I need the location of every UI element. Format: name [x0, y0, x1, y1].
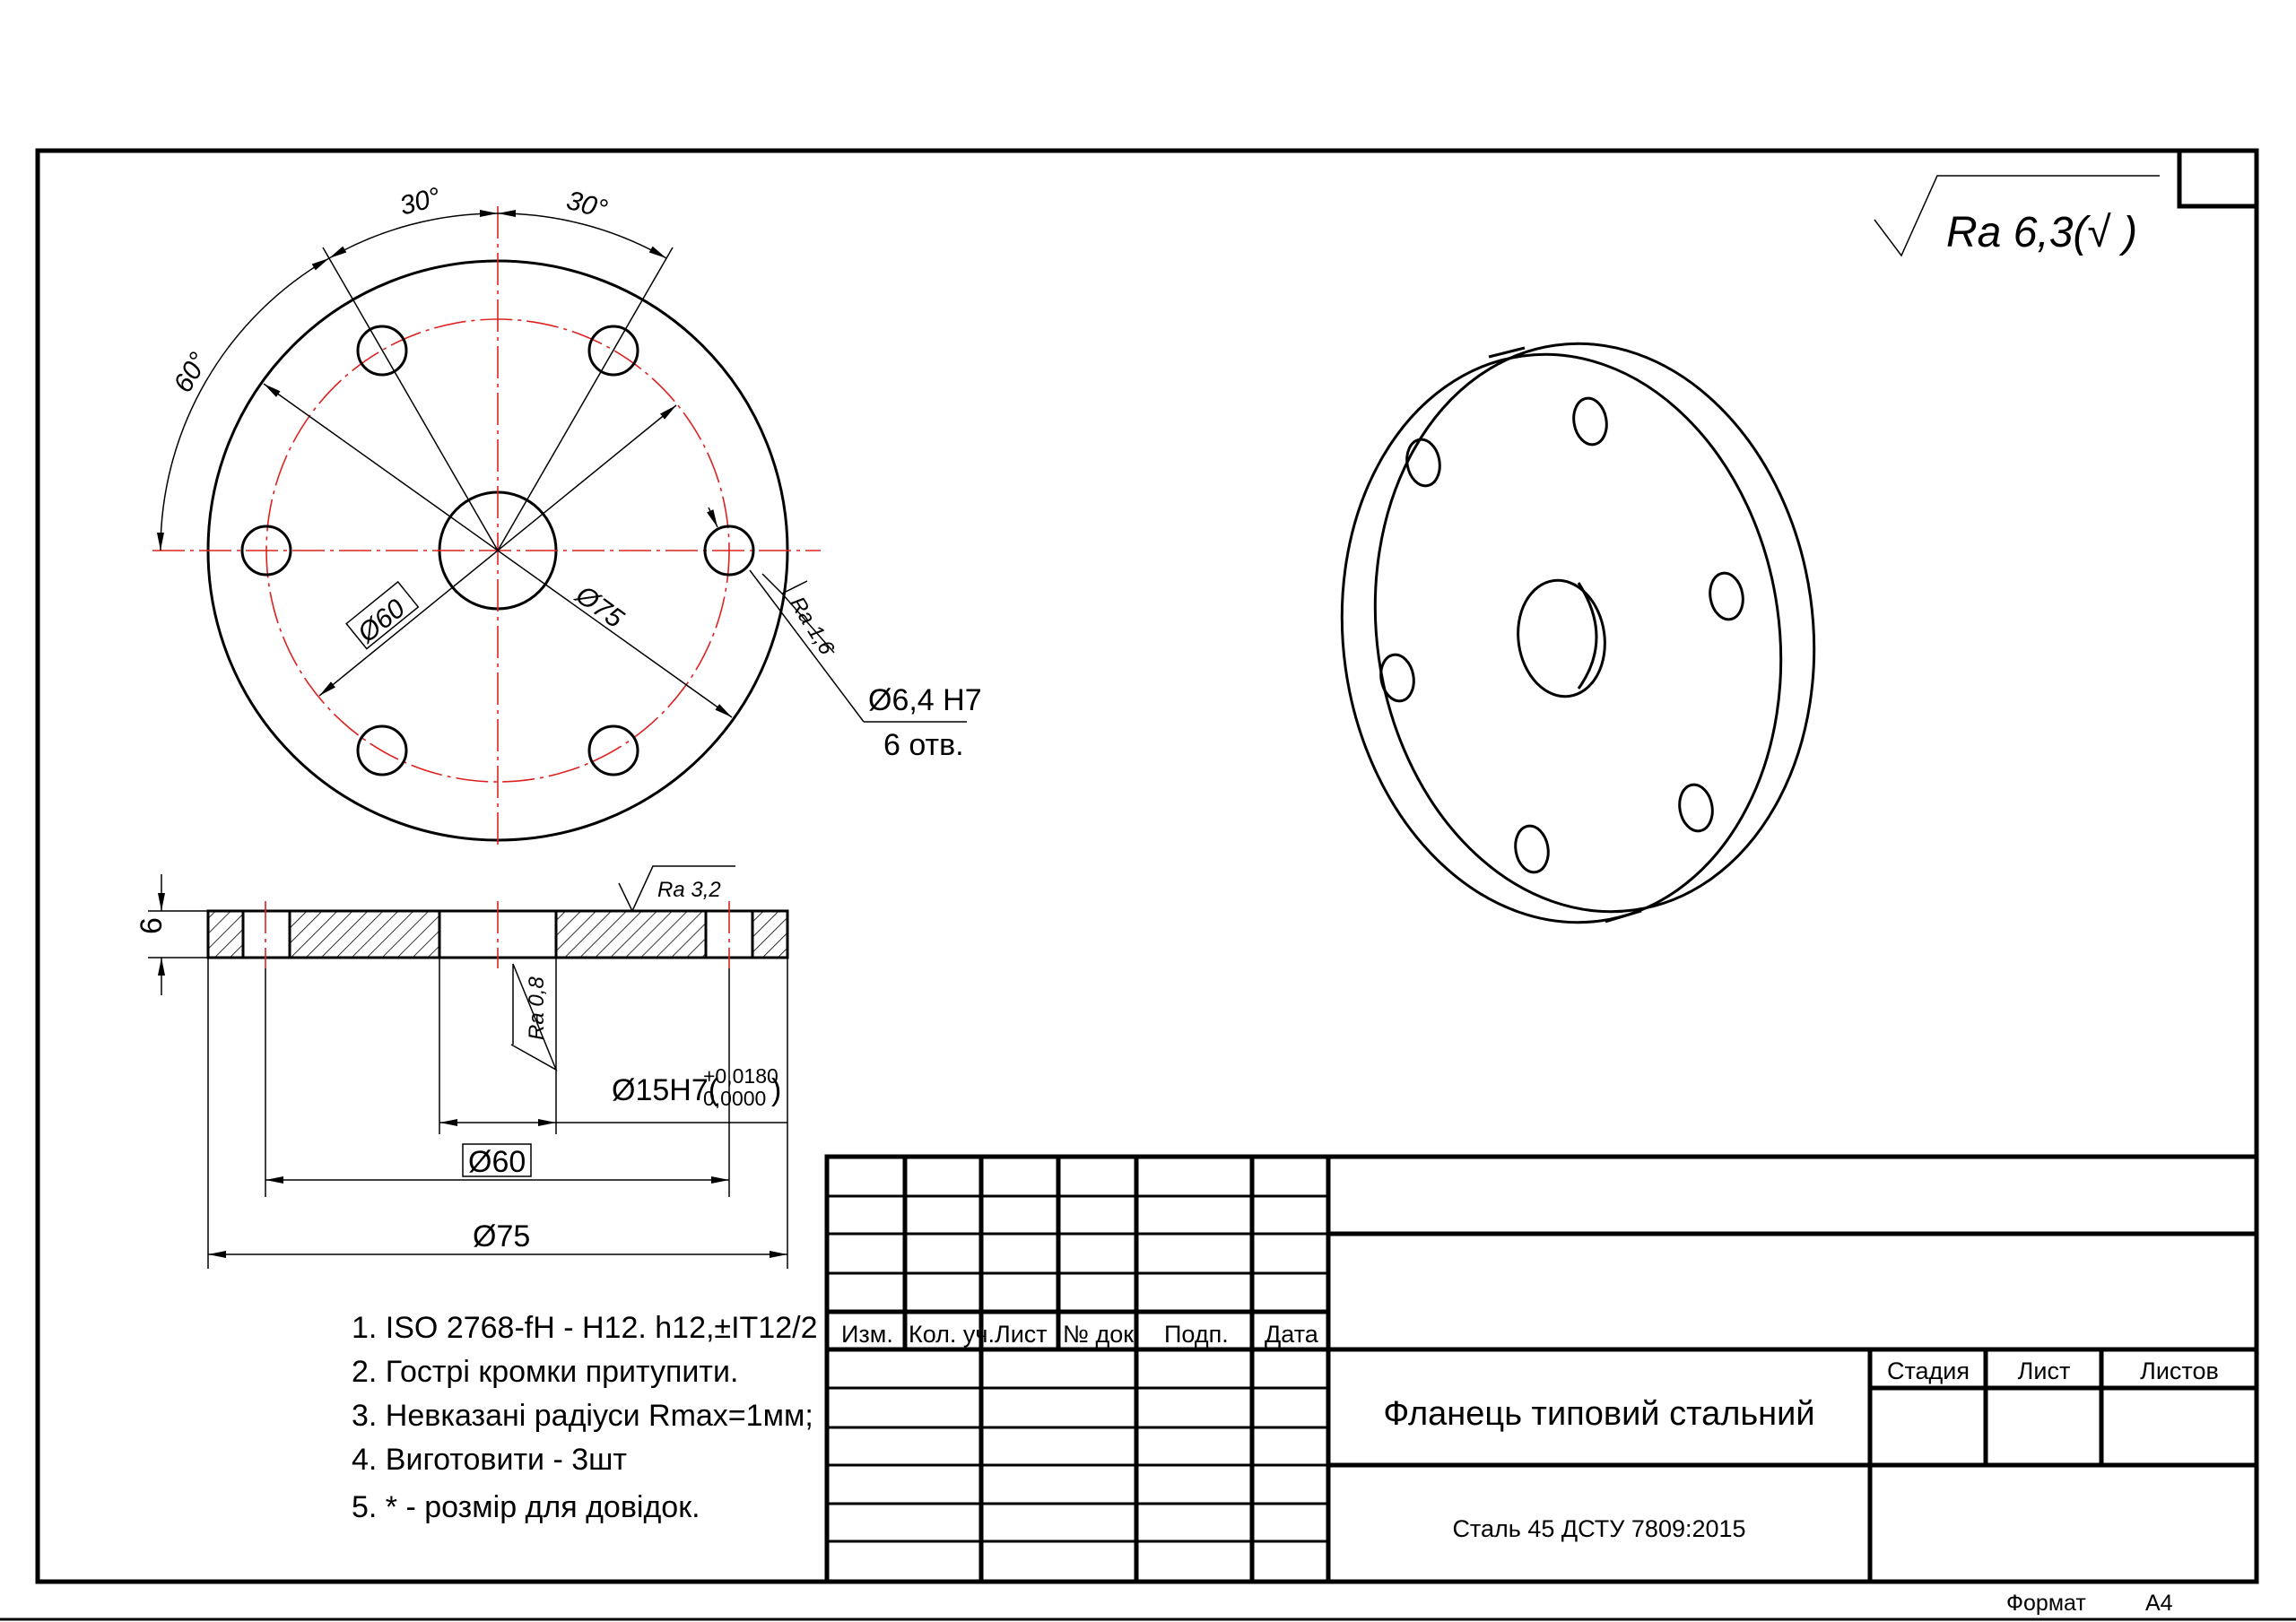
- material: Сталь 45 ДСТУ 7809:2015: [1452, 1515, 1745, 1542]
- technical-notes: 1. ISO 2768-fH - H12. h12,±IT12/2 2. Гос…: [352, 1311, 817, 1524]
- title-block: Изм. Кол. уч. Лист № док. Подп. Дата Фла…: [824, 1154, 2259, 1616]
- dim-text: Ø75: [570, 579, 629, 634]
- header-kol-uch: Кол. уч.: [909, 1321, 995, 1348]
- roughness-label: Ra 3,2: [657, 878, 721, 902]
- sheet-label: Лист: [2018, 1357, 2071, 1384]
- angle-label: 30°: [396, 182, 443, 221]
- note: 1. ISO 2768-fH - H12. h12,±IT12/2: [352, 1311, 817, 1345]
- header-list: Лист: [995, 1321, 1048, 1348]
- roughness-label: Ra 0,8: [525, 976, 549, 1040]
- header-izm: Изм.: [841, 1321, 893, 1348]
- roughness-symbol-general: Ra 6,3(√ ): [1874, 175, 2160, 257]
- note: 3. Невказані радіуси Rmax=1мм;: [352, 1399, 813, 1433]
- bore-dim: Ø15H7(: [612, 1073, 719, 1107]
- dim-text: Ø75: [473, 1219, 530, 1253]
- iso-holes: [1379, 396, 1744, 874]
- bore-tol-lower: 0,0000: [703, 1087, 766, 1110]
- dim-text: Ø60: [468, 1145, 526, 1179]
- section-view: 6 Ra 3,2 Ra 0,8 Ø15H7( +0,0180 0,0000 ) …: [135, 865, 789, 1269]
- sheets-label: Листов: [2140, 1357, 2219, 1384]
- drawing-title: Фланець типовий стальний: [1383, 1395, 1814, 1433]
- angle-label: 60°: [168, 348, 213, 398]
- bore-dim-close: ): [771, 1073, 781, 1107]
- header-date: Дата: [1265, 1321, 1319, 1348]
- isometric-view: [1340, 342, 1816, 924]
- header-doc-no: № док.: [1063, 1321, 1141, 1348]
- note: 2. Гострі кромки притупити.: [352, 1355, 738, 1389]
- pcd-dim-label: Ø60: [345, 580, 420, 650]
- stage-label: Стадия: [1887, 1357, 1970, 1384]
- note: 5. * - розмір для довідок.: [352, 1490, 700, 1524]
- hole-count: 6 отв.: [883, 728, 964, 762]
- roughness-general-label: Ra 6,3(√ ): [1946, 209, 2137, 256]
- bore-tol-upper: +0,0180: [703, 1064, 778, 1088]
- note: 4. Виготовити - 3шт: [352, 1443, 627, 1477]
- roughness-label: Ra 1,6: [785, 593, 839, 660]
- format-label: Формат: [2006, 1591, 2086, 1616]
- format-value: A4: [2145, 1591, 2173, 1616]
- front-view: 30° 30° 60° Ø60 Ø75 Ra 1,6 Ø6,4 H7 6 отв…: [152, 182, 982, 847]
- corner-box: [2177, 148, 2259, 209]
- thickness-dim: 6: [135, 917, 169, 934]
- header-signature: Подп.: [1164, 1321, 1229, 1348]
- hole-callout: Ø6,4 H7: [868, 683, 982, 717]
- angle-label: 30°: [563, 186, 610, 225]
